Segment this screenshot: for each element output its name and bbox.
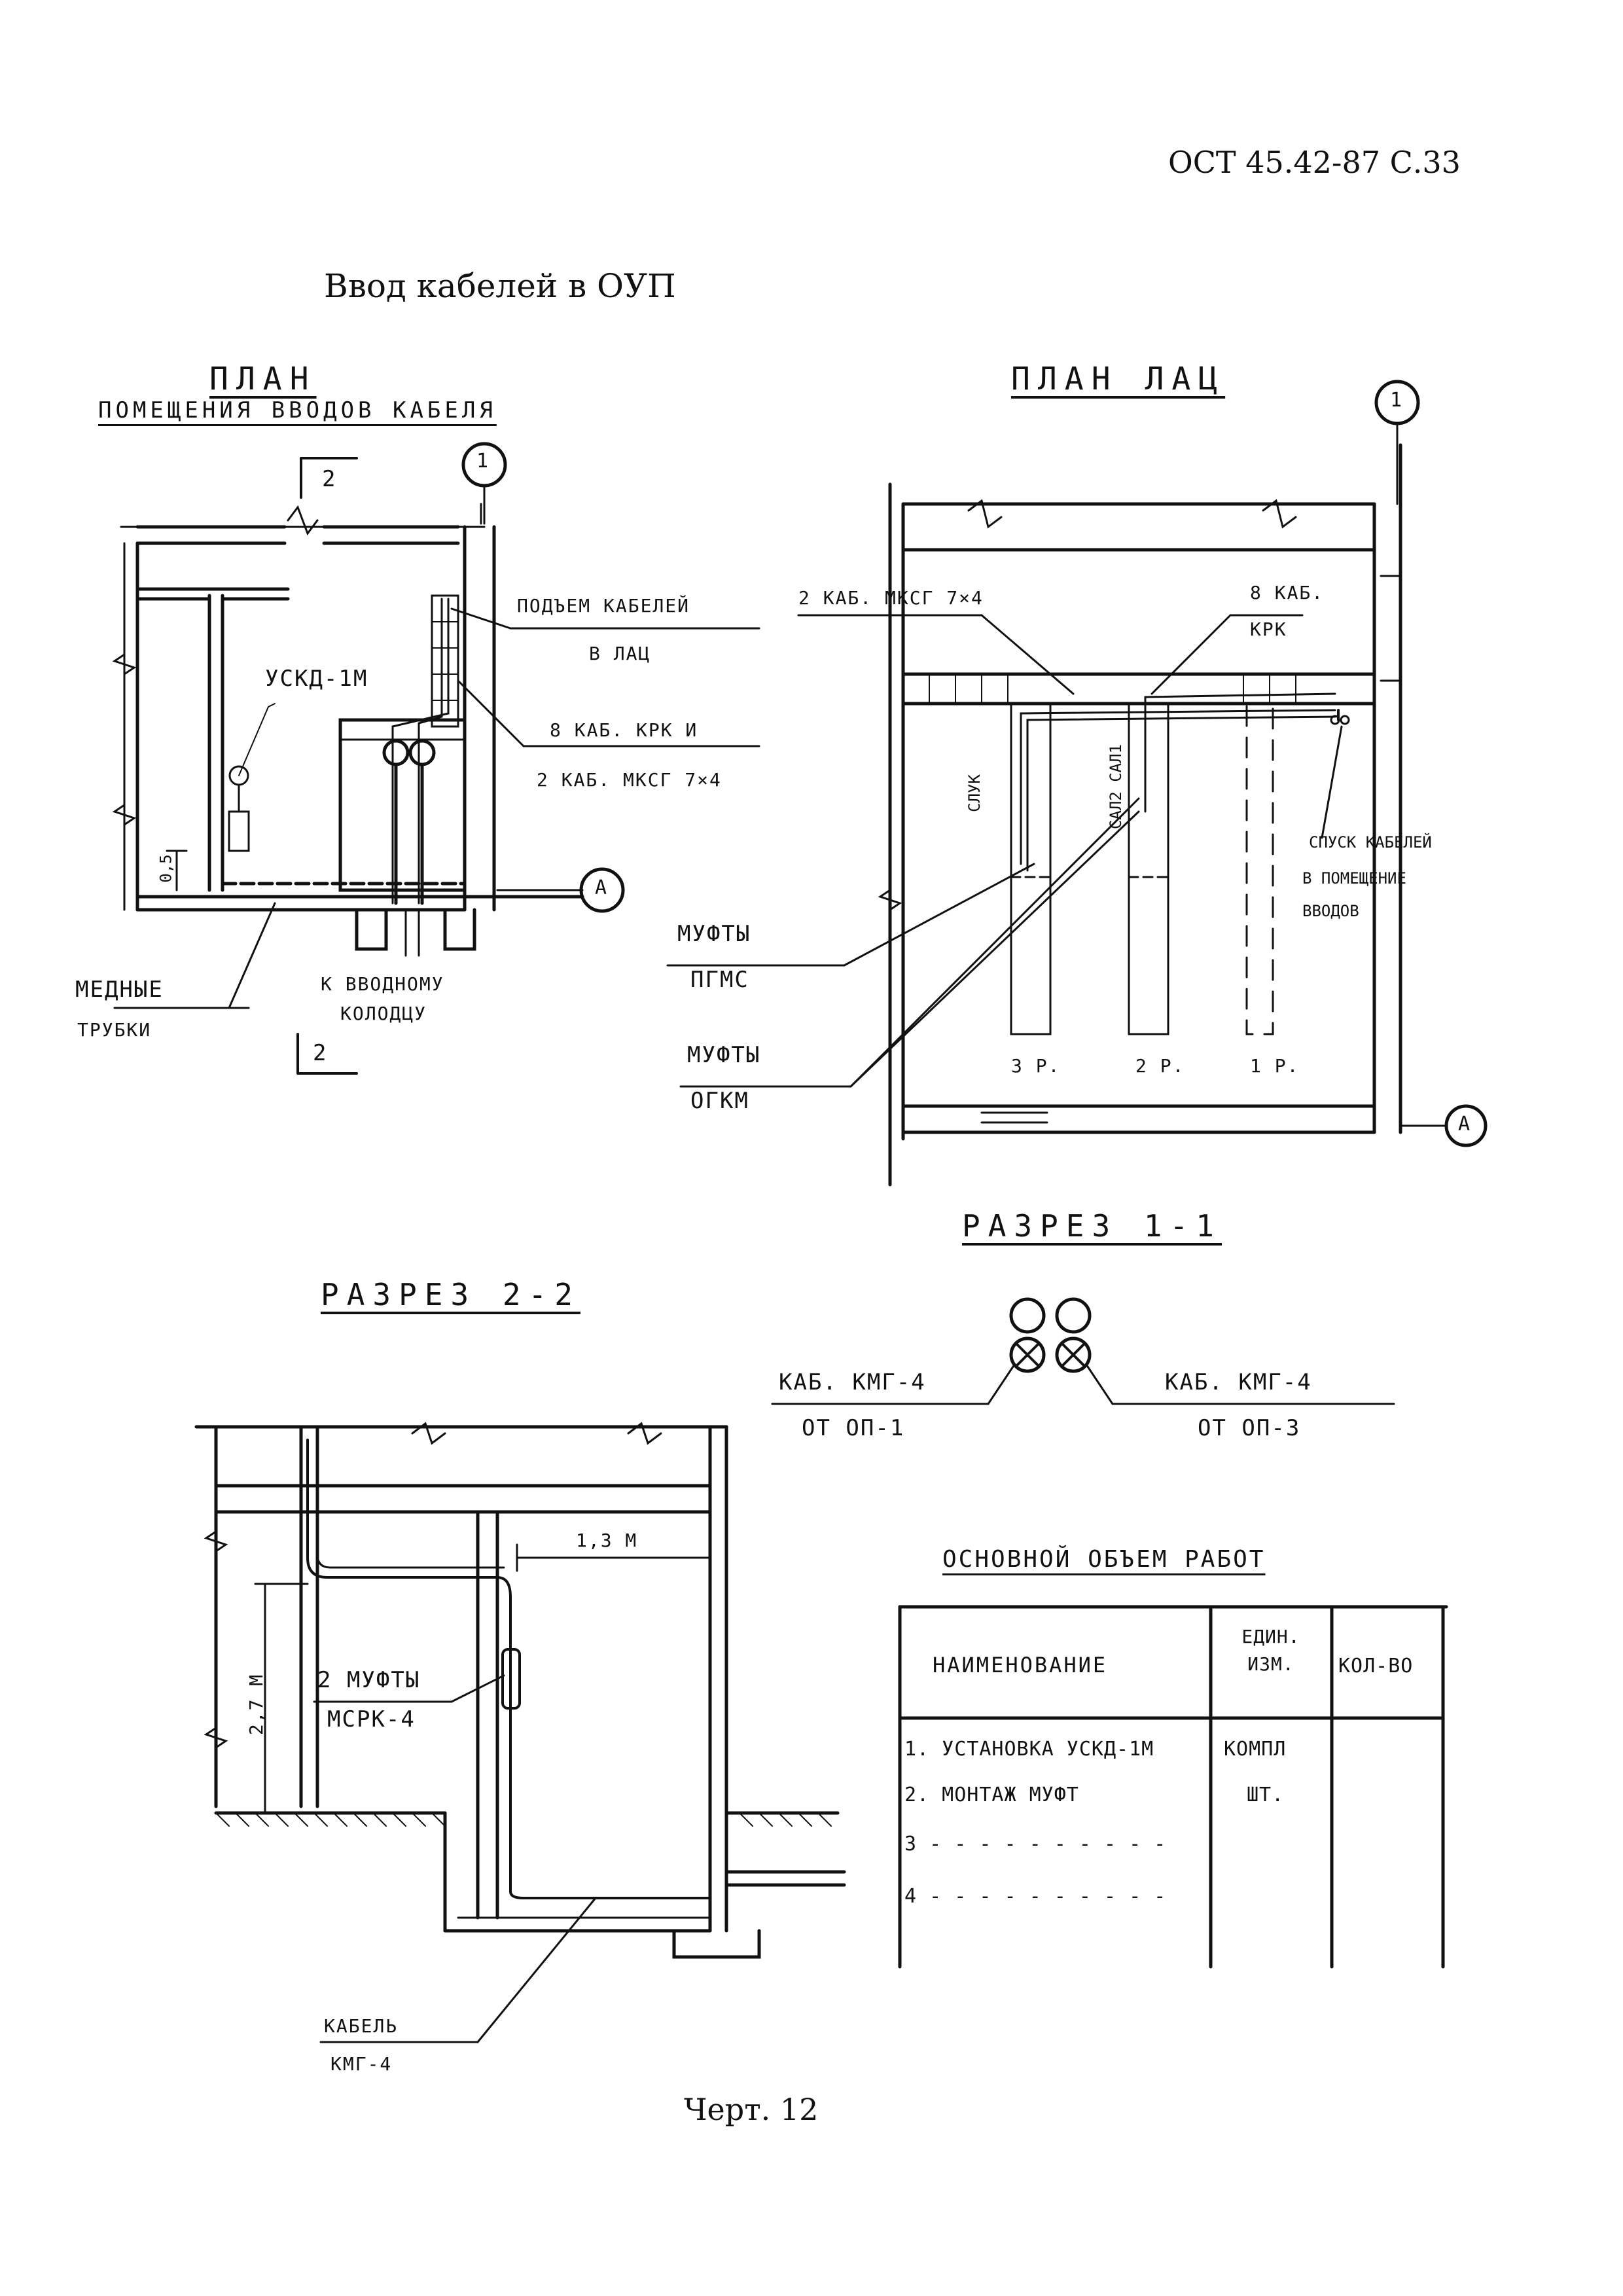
mufty-pgms-label-1: МУФТЫ (677, 921, 751, 947)
lac-axis-1-label: 1 (1390, 389, 1404, 412)
mufty-ogkm-label-1: МУФТЫ (687, 1042, 761, 1068)
dim-05: 0,5 (156, 854, 175, 883)
plan-room-title: ПЛАН (209, 361, 317, 397)
doc-ref: ОСТ 45.42-87 С.33 (1168, 145, 1461, 180)
mufty-ogkm-label-2: ОГКМ (690, 1088, 749, 1114)
descent-label-1: СПУСК КАБЕЛЕЙ (1309, 833, 1432, 852)
section-22-drawing (194, 1422, 846, 2043)
figure-caption: Черт. 12 (684, 2092, 819, 2127)
descent-label-3: ВВОДОВ (1302, 902, 1359, 920)
plan-lac-title: ПЛАН ЛАЦ (1011, 361, 1226, 397)
krk-label-1: 8 КАБ. (1250, 582, 1325, 603)
table-row-4-name: 4 - - - - - - - - - - (904, 1885, 1167, 1908)
row-3-label: 3 Р. (1011, 1055, 1061, 1077)
lac-axis-a-label: А (1458, 1113, 1472, 1136)
axis-1-label: 1 (476, 450, 490, 473)
rise-label-1: ПОДЪЕМ КАБЕЛЕЙ (517, 595, 690, 617)
col-header-unit: ЕДИН. ИЗМ. (1241, 1626, 1300, 1675)
col-header-name: НАИМЕНОВАНИЕ (933, 1653, 1108, 1677)
section-11-title: РАЗРЕЗ 1-1 (962, 1208, 1222, 1244)
well-label-2: КОЛОДЦУ (340, 1003, 427, 1024)
page-title: Ввод кабелей в ОУП (324, 267, 676, 305)
table-row-2-unit: ШТ. (1247, 1784, 1285, 1806)
section-mark-2-top: 2 (322, 466, 337, 492)
uskd-label: УСКД-1М (265, 666, 368, 692)
plan-room-subtitle: ПОМЕЩЕНИЯ ВВОДОВ КАБЕЛЯ (98, 397, 497, 423)
rack-3-label: СЛУК (965, 774, 984, 812)
axis-a-label: А (595, 876, 609, 899)
section-mark-2-bottom: 2 (313, 1040, 328, 1066)
col-header-qty: КОЛ-ВО (1338, 1655, 1414, 1677)
section-11-right-2: ОТ ОП-3 (1198, 1415, 1301, 1441)
descent-label-2: В ПОМЕЩЕНИЕ (1302, 869, 1406, 888)
tubes-label-2: ТРУБКИ (77, 1019, 152, 1041)
mufty-msrk-label-2: МСРК-4 (327, 1706, 416, 1732)
mufty-msrk-label-1: 2 МУФТЫ (317, 1667, 421, 1693)
plan-room-drawing (112, 442, 760, 1075)
table-row-3-name: 3 - - - - - - - - - - (904, 1833, 1167, 1856)
table-row-1-name: 1. УСТАНОВКА УСКД-1М (904, 1738, 1154, 1761)
cables-label-1: 8 КАБ. КРК И (550, 719, 698, 741)
plan-lac-drawing (666, 380, 1488, 1187)
section-11-right-1: КАБ. КМГ-4 (1165, 1369, 1312, 1395)
work-table-title: ОСНОВНОЙ ОБЪЕМ РАБОТ (942, 1546, 1266, 1573)
rack-2-label: САЛ2 САЛ1 (1107, 744, 1126, 830)
cables-label-2: 2 КАБ. МКСГ 7×4 (537, 769, 722, 791)
section-11-drawing (771, 1297, 1395, 1405)
mksg-label: 2 КАБ. МКСГ 7×4 (798, 587, 984, 609)
table-row-1-unit: КОМПЛ (1224, 1738, 1287, 1761)
tubes-label-1: МЕДНЫЕ (75, 977, 164, 1003)
cable-kmg-label-1: КАБЕЛЬ (324, 2015, 399, 2037)
section-22-title: РАЗРЕЗ 2-2 (321, 1277, 580, 1312)
table-row-2-name: 2. МОНТАЖ МУФТ (904, 1784, 1079, 1806)
dim-13: 1,3 М (576, 1530, 638, 1551)
row-1-label: 1 Р. (1250, 1055, 1300, 1077)
section-11-left-1: КАБ. КМГ-4 (779, 1369, 926, 1395)
cable-kmg-label-2: КМГ-4 (330, 2053, 393, 2075)
section-11-left-2: ОТ ОП-1 (802, 1415, 905, 1441)
mufty-pgms-label-2: ПГМС (690, 967, 749, 993)
well-label-1: К ВВОДНОМУ (321, 973, 444, 995)
work-table-grid (898, 1605, 1448, 1969)
dim-27: 2,7 М (245, 1673, 268, 1736)
row-2-label: 2 Р. (1135, 1055, 1185, 1077)
rise-label-2: В ЛАЦ (589, 643, 651, 664)
krk-label-2: КРК (1250, 619, 1287, 640)
